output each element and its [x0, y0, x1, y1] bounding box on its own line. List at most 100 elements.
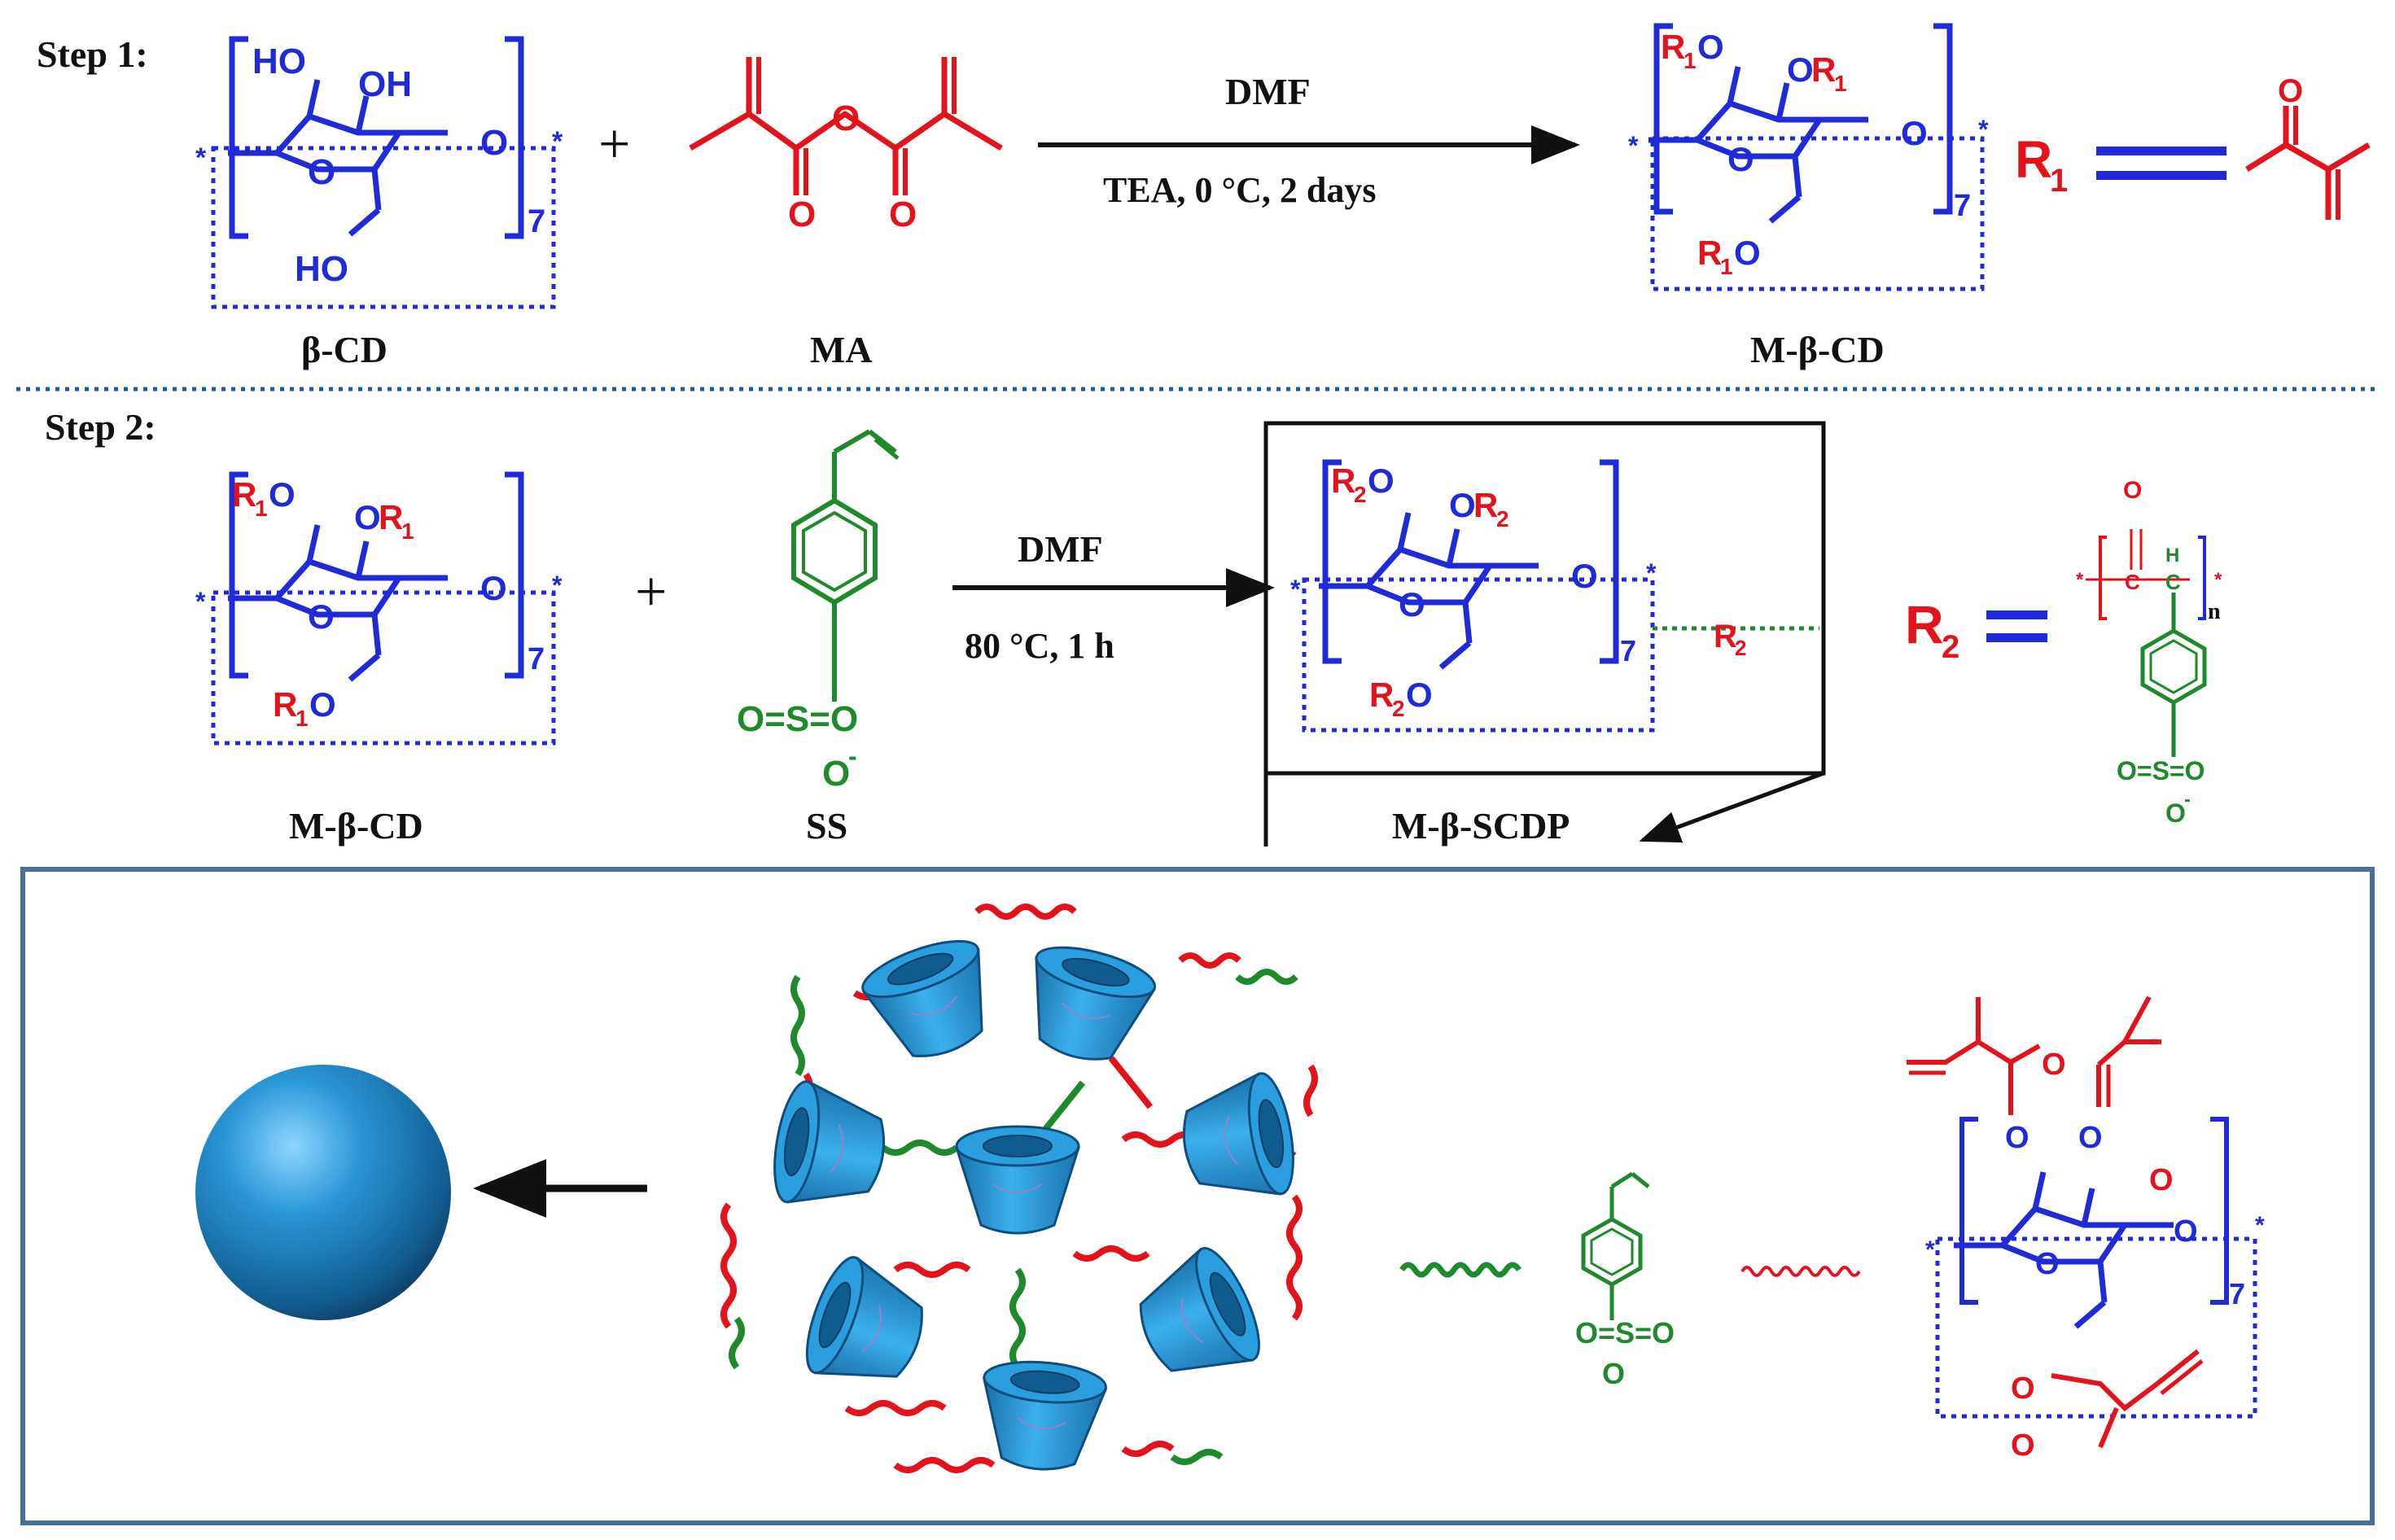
step2-reactant1-name: M-β-CD: [289, 805, 423, 847]
r1-carbonyl-oxygen: O: [2278, 73, 2303, 109]
step2-r1-right-sub: 1: [401, 518, 414, 544]
r1-symbol-sub: 1: [2050, 163, 2068, 199]
legend-ester-o-3: O: [2011, 1372, 2035, 1406]
step2-r1-bottom: R: [273, 685, 297, 724]
r2-sulfonate-o-minus: O: [2165, 798, 2186, 828]
r1-symbol: R: [2015, 130, 2052, 189]
m-beta-cd-repeat-index: 7: [1954, 189, 1971, 223]
scdp-r2-bottom-sub: 2: [1392, 696, 1405, 721]
r1-definition: R 1 O: [2015, 73, 2371, 220]
scdp-o-left: O: [1368, 462, 1395, 500]
r2-carbonyl-oxygen: O: [2123, 477, 2142, 504]
scdp-ring-oxygen: O: [1399, 585, 1425, 623]
r2-star-right: *: [2214, 569, 2222, 591]
r2-sulfonate: O=S=O: [2117, 756, 2205, 785]
step2-condition-bottom: 80 °C, 1 h: [965, 626, 1114, 666]
r2-star-left: *: [2076, 569, 2084, 591]
scdp-r2-right: R: [1473, 486, 1498, 524]
m-beta-scdp-product: R 2 O O R 2 R 2 O O O * * 7 R 2: [1263, 421, 1826, 847]
beta-cd-oh-right: OH: [358, 64, 412, 104]
scdp-star-left: *: [1290, 575, 1301, 604]
legend-ester-o-4: O: [2011, 1428, 2035, 1463]
ma-name: MA: [810, 329, 873, 370]
scdp-repeat-index: 7: [1620, 634, 1636, 667]
beta-cd-ring-oxygen: O: [308, 152, 335, 192]
beta-cd-star-left: *: [195, 142, 207, 173]
r2-backbone-h: H: [2165, 545, 2179, 567]
beta-cd-repeat-index: 7: [528, 203, 545, 239]
legend-bridge-oxygen: O: [2174, 1214, 2198, 1249]
ss-sulfonate: O=S=O: [737, 699, 858, 739]
m-beta-cd-star-right: *: [1978, 115, 1989, 144]
legend-repeat-index: 7: [2229, 1277, 2245, 1310]
beta-cd-star-right: *: [552, 126, 563, 157]
m-beta-cd-o-left: O: [1697, 28, 1724, 66]
step1-plus: +: [598, 113, 630, 176]
ss-name: SS: [806, 805, 847, 847]
scdp-r2-left-sub: 2: [1354, 482, 1367, 507]
r2-definition: R 2 O C C H * * n O=S=O O -: [1905, 477, 2222, 828]
step1-label: Step 1:: [37, 33, 148, 75]
step2-r1-left-sub: 1: [255, 496, 268, 521]
legend-o-left: O: [2005, 1121, 2029, 1155]
ma-bridge-oxygen: O: [832, 98, 860, 138]
legend-sulfonate-o-minus: O: [1602, 1357, 1625, 1390]
legend-star-left: *: [1925, 1236, 1935, 1263]
step2-star-left: *: [195, 587, 206, 616]
step2-plus: +: [635, 561, 667, 623]
beta-cd-structure: HO OH HO O O * * 7: [195, 36, 563, 309]
scdp-r2-bottom: R: [1369, 676, 1394, 714]
scdp-r2-right-sub: 2: [1496, 506, 1509, 532]
m-beta-cd-name: M-β-CD: [1750, 329, 1885, 370]
legend-ring-oxygen: O: [2035, 1247, 2060, 1281]
scdp-r2-chain: R: [1714, 619, 1737, 654]
legend-star-right: *: [2255, 1212, 2265, 1239]
step2-o-bottom: O: [309, 685, 336, 724]
legend-ester-o-1: O: [2042, 1048, 2066, 1082]
step2-o-left: O: [269, 475, 296, 514]
step2-condition-top: DMF: [1018, 528, 1103, 570]
step2-r1-left: R: [232, 475, 256, 514]
r2-backbone-c2: C: [2165, 570, 2181, 594]
legend-ss-structure: O=S=O O: [1575, 1171, 1675, 1390]
legend-o-right: O: [2078, 1121, 2103, 1155]
m-beta-cd-reactant: R 1 O O R 1 R 1 O O O * * 7: [195, 471, 563, 746]
beta-cd-name: β-CD: [301, 329, 387, 370]
step2-o-right: O: [354, 498, 381, 536]
r2-symbol: R: [1905, 594, 1944, 654]
m-beta-cd-ring-oxygen: O: [1727, 140, 1754, 178]
step2-label: Step 2:: [45, 406, 156, 448]
m-beta-cd-r1-right-sub: 1: [1834, 71, 1847, 96]
step2-repeat-index: 7: [528, 642, 545, 676]
step2-star-right: *: [552, 571, 563, 600]
r2-repeat-n: n: [2208, 599, 2221, 624]
r2-symbol-sub: 2: [1942, 629, 1959, 665]
m-beta-cd-r1-right: R: [1811, 50, 1836, 89]
m-beta-cd-star-left: *: [1628, 131, 1639, 160]
m-beta-cd-o-right: O: [1787, 50, 1814, 89]
m-beta-cd-r1-bottom-sub: 1: [1720, 254, 1733, 279]
ss-sulfonate-o-minus: O: [822, 754, 850, 794]
m-beta-cd-bridge-oxygen: O: [1901, 114, 1928, 152]
step1-condition-top: DMF: [1225, 71, 1311, 112]
scdp-r2-chain-sub: 2: [1735, 636, 1746, 660]
step2-r1-right: R: [379, 498, 403, 536]
legend-green-chain: [1399, 1262, 1522, 1278]
beta-cd-oh-bottom: HO: [295, 249, 348, 289]
step2-bridge-oxygen: O: [480, 569, 507, 607]
m-beta-cd-o-bottom: O: [1734, 234, 1761, 272]
m-beta-cd-r1-left-sub: 1: [1684, 48, 1697, 73]
beta-cd-bridge-oxygen: O: [480, 123, 508, 163]
step2-ring-oxygen: O: [308, 597, 335, 636]
step2-r1-bottom-sub: 1: [296, 706, 309, 731]
legend-panel: [20, 867, 2375, 1525]
r2-minus: -: [2184, 789, 2191, 811]
m-beta-cd-product: R 1 O O R 1 R 1 O O O * * 7: [1628, 23, 1989, 291]
m-beta-cd-r1-bottom: R: [1697, 234, 1722, 272]
scdp-o-bottom: O: [1406, 676, 1433, 714]
ma-carbonyl-oxygen-left: O: [788, 195, 816, 234]
step1-condition-bottom: TEA, 0 °C, 2 days: [1103, 170, 1376, 210]
beta-cd-oh-left: HO: [252, 42, 306, 81]
ma-carbonyl-oxygen-right: O: [889, 195, 917, 234]
